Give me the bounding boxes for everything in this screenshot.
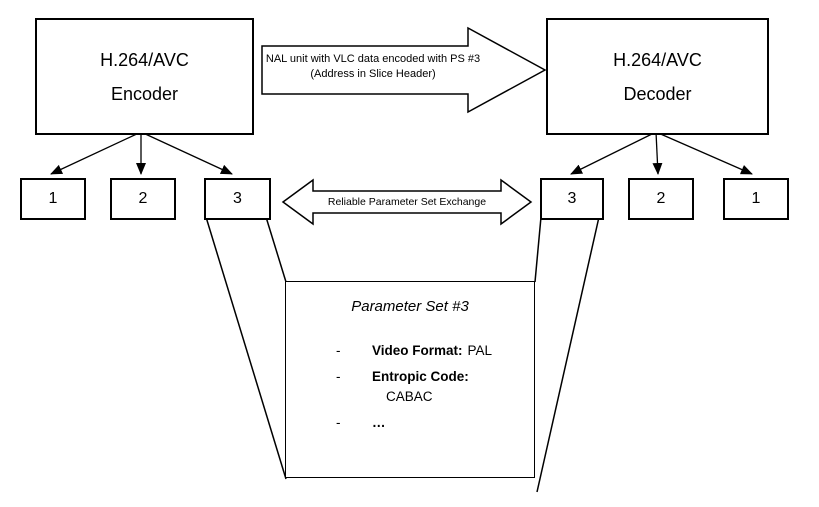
- exchange-arrow-caption: Reliable Parameter Set Exchange: [327, 196, 487, 208]
- parameter-item-label: Video Format:: [372, 343, 463, 358]
- encoder-set-box-2: 2: [110, 178, 176, 220]
- nal-block-arrow: [261, 26, 547, 114]
- nal-arrow-caption-line2: (Address in Slice Header): [310, 68, 436, 80]
- bullet-dash: -: [336, 369, 341, 384]
- encoder-arrow-3: [140, 131, 233, 175]
- parameter-item-ellipsis: - …: [286, 413, 534, 433]
- bullet-dash: -: [336, 343, 341, 358]
- nal-arrow-caption: NAL unit with VLC data encoded with PS #…: [258, 52, 488, 82]
- funnel-right-outer: [536, 216, 600, 493]
- parameter-item-value: PAL: [467, 343, 493, 358]
- encoder-arrow-1: [50, 131, 142, 175]
- encoder-box: H.264/AVC Encoder: [35, 18, 254, 135]
- decoder-arrow-2: [652, 131, 663, 175]
- encoder-set-box-1: 1: [20, 178, 86, 220]
- parameter-item-entropic-code: - Entropic Code: CABAC: [286, 367, 534, 407]
- encoder-label-line1: H.264/AVC: [100, 49, 189, 70]
- parameter-set-list: - Video Format: PAL - Entropic Code: CABA…: [286, 341, 534, 433]
- parameter-item-value: CABAC: [386, 389, 433, 404]
- encoder-set-box-3: 3: [204, 178, 271, 220]
- parameter-item-label: …: [372, 415, 386, 430]
- decoder-set-box-2: 2: [628, 178, 694, 220]
- bullet-dash: -: [336, 415, 341, 430]
- parameter-set-detail-box: Parameter Set #3 - Video Format: PAL - En…: [285, 281, 535, 478]
- exchange-block-arrow: [281, 178, 533, 226]
- parameter-item-label: Entropic Code:: [372, 369, 469, 384]
- funnel-left-inner: [265, 216, 287, 283]
- parameter-set-title: Parameter Set #3: [351, 298, 469, 315]
- funnel-left-outer: [205, 216, 287, 480]
- decoder-box: H.264/AVC Decoder: [546, 18, 769, 135]
- nal-arrow-caption-line1: NAL unit with VLC data encoded with PS #…: [265, 53, 481, 65]
- decoder-set-box-1: 1: [723, 178, 789, 220]
- decoder-label-line1: H.264/AVC: [613, 49, 702, 70]
- parameter-item-video-format: - Video Format: PAL: [286, 341, 534, 361]
- decoder-arrow-1: [655, 131, 753, 175]
- decoder-arrow-3: [570, 131, 657, 175]
- decoder-set-box-3: 3: [540, 178, 604, 220]
- funnel-right-inner: [534, 216, 542, 283]
- decoder-label-line2: Decoder: [623, 83, 692, 104]
- encoder-label-line2: Encoder: [110, 83, 179, 104]
